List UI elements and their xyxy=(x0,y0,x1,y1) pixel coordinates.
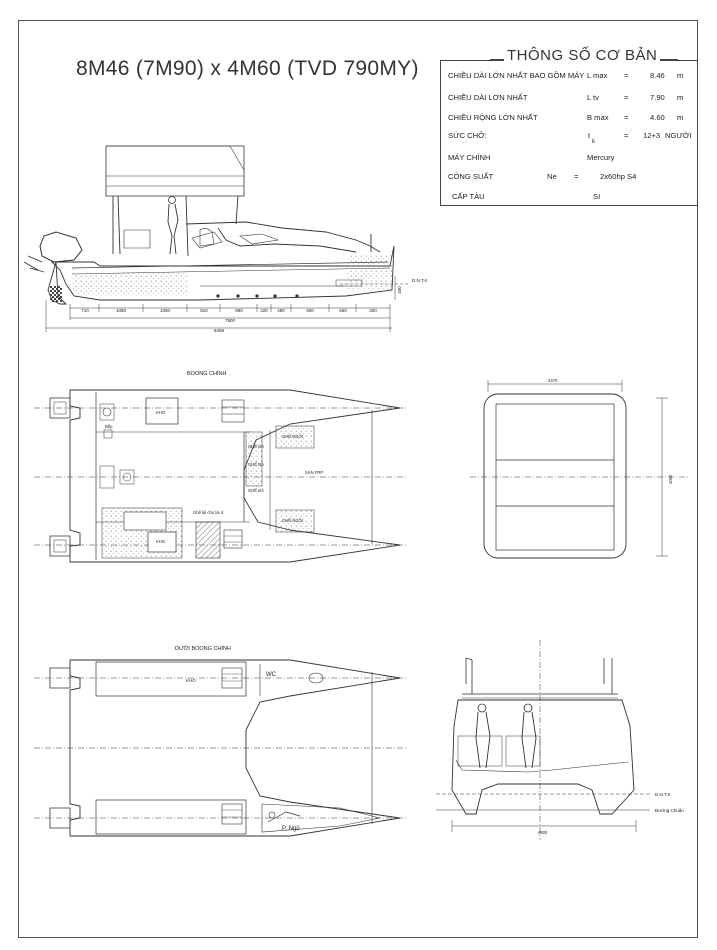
section-beam-label: 4600 xyxy=(538,830,548,835)
spec-value: 8.46 xyxy=(650,71,665,80)
label-san-frp: SÀN FRP xyxy=(305,470,323,475)
label-p-ngu: P. Ngủ xyxy=(282,825,300,832)
spec-eq: = xyxy=(624,113,629,122)
label-kho: KHO xyxy=(156,539,166,544)
label-ghe-ngoi: GHẾ NGỒI xyxy=(282,434,303,439)
spec-value: SI xyxy=(593,192,601,201)
hull xyxy=(50,245,395,301)
label-ghe-ngoi-2: GHẾ NGỒI xyxy=(282,518,303,523)
label-khoang: KHO xyxy=(156,410,166,415)
spec-symbol: B max xyxy=(587,113,609,122)
spec-eq: = xyxy=(624,71,629,80)
spec-label: MÁY CHÍNH xyxy=(448,153,491,162)
lower-deck-outline xyxy=(69,659,401,837)
dim-label-overall-hull: 7900 xyxy=(225,318,236,323)
spec-eq: = xyxy=(574,172,579,181)
dim-label: 450 xyxy=(369,308,377,313)
dim-label: 1050 xyxy=(160,308,171,313)
spec-unit: m xyxy=(677,71,684,80)
label-ghe-da-2: GHẾ ĐÁ xyxy=(248,462,264,467)
dim-label-overall-total: 8458 xyxy=(214,328,225,333)
spec-value: 12+3 xyxy=(643,131,661,140)
spec-label: CẤP TÀU xyxy=(452,192,485,201)
drawing-title: 8M46 (7M90) x 4M60 (TVD 790MY) xyxy=(76,57,419,80)
waterline-label: D.N.T.K xyxy=(412,278,428,283)
section-baseline-label: Đường Chuẩn xyxy=(655,807,684,813)
spec-unit: m xyxy=(677,113,684,122)
spec-eq: = xyxy=(624,131,629,140)
hardtop-width-label: 2470 xyxy=(548,378,558,383)
berth xyxy=(261,803,381,833)
lower-deck-labels: KHO WC P. Ngủ xyxy=(186,672,300,832)
spec-label: SỨC CHỞ: xyxy=(448,131,487,140)
section-hull xyxy=(451,699,635,815)
outboard-motor xyxy=(39,231,83,263)
dim-label: 810 xyxy=(200,308,208,313)
drawing-sheet xyxy=(18,20,698,938)
label-kho: KHO xyxy=(186,678,196,683)
main-deck-labels: KHO Bếp GHẾ NGỒI GHẾ ĐÁ GHẾ ĐÁ SÀN FRP G… xyxy=(105,410,323,544)
dim-label: 900 xyxy=(306,308,314,313)
spec-label: CHIỀU DÀI LỚN NHẤT xyxy=(448,93,528,102)
spec-value: Mercury xyxy=(587,153,615,162)
spec-unit: m xyxy=(677,93,684,102)
spec-symbol: L tv xyxy=(587,93,599,102)
spec-label: CHIỀU DÀI LỚN NHẤT BAO GỒM MÁY xyxy=(448,71,585,80)
hardtop-height-label: 4000 xyxy=(668,474,673,484)
dim-label: 480 xyxy=(277,308,285,313)
spec-symbol: L max xyxy=(587,71,608,80)
label-wc: WC xyxy=(266,672,277,678)
spec-subscript: k xyxy=(592,139,595,145)
spec-symbol: Ne xyxy=(547,172,557,181)
spec-label: CHIỀU RỘNG LỚN NHẤT xyxy=(448,113,538,122)
cabin-roof xyxy=(185,221,381,253)
dim-label: 880 xyxy=(235,308,243,313)
spec-value: 4.60 xyxy=(650,113,665,122)
label-bep: Bếp xyxy=(105,424,113,429)
dim-label: 710 xyxy=(81,308,89,313)
profile-dimensions: 710 1050 1050 810 880 320 480 900 650 45… xyxy=(81,286,402,333)
label-ghe-ca: GHẾ ĐÁ xyxy=(248,488,264,493)
hardtop-plan xyxy=(470,380,690,559)
lower-deck-plan xyxy=(34,659,408,837)
section-waterline-label: D.N.T.K xyxy=(655,792,671,797)
spec-symbol: t xyxy=(588,131,591,140)
side-profile xyxy=(23,145,408,332)
hardtop-outline xyxy=(483,393,627,559)
spec-label: CÔNG SUẤT xyxy=(448,172,494,181)
lower-deck-caption: DƯỚI BOONG CHÍNH xyxy=(175,645,231,652)
spec-value: 7.90 xyxy=(650,93,665,102)
spec-value: 2x60hp S4 xyxy=(600,172,637,181)
main-deck-plan xyxy=(34,389,408,563)
main-deck-caption: BOONG CHÍNH xyxy=(187,370,226,377)
label-ghe-da: GHẾ ĐÁ xyxy=(248,444,264,449)
spec-unit: NGƯỜI xyxy=(665,131,692,140)
dim-label: 650 xyxy=(339,308,347,313)
toilet xyxy=(308,672,324,684)
dim-label: 320 xyxy=(260,308,268,313)
label-note: Ghế lái cho lái ở xyxy=(193,510,224,515)
dim-label: 1050 xyxy=(116,308,127,313)
spec-eq: = xyxy=(624,93,629,102)
hardtop-frame xyxy=(105,145,245,197)
spec-heading: THÔNG SỐ CƠ BẢN xyxy=(504,47,661,64)
section-view xyxy=(436,640,650,840)
dim-label-draft: 400 xyxy=(397,286,402,294)
